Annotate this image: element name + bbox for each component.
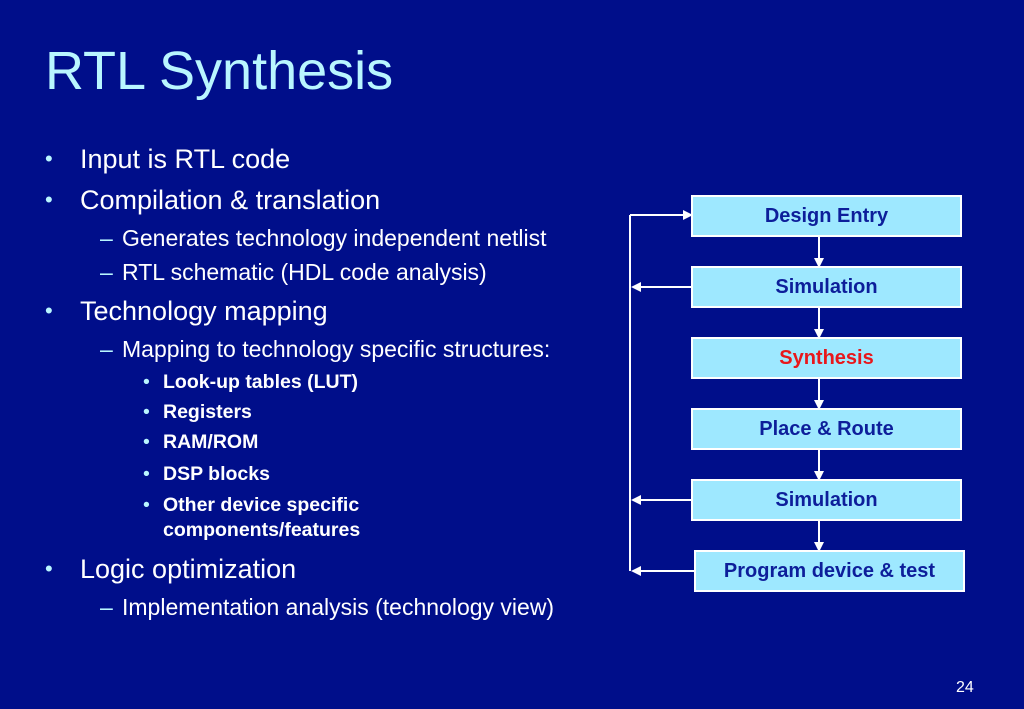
bullet-mark: • — [45, 187, 53, 212]
bullet-text: Input is RTL code — [80, 144, 291, 174]
bullet-text: Compilation & translation — [80, 185, 381, 215]
bullet-text: Technology mapping — [80, 296, 328, 326]
item-text: Registers — [163, 401, 252, 423]
flow-box-synthesis: Synthesis — [691, 337, 962, 379]
subbullet-text: Implementation analysis (technology view… — [122, 594, 555, 620]
flow-box-simulation-2: Simulation — [691, 479, 962, 521]
flow-box-simulation-1: Simulation — [691, 266, 962, 308]
page-number: 24 — [956, 679, 974, 696]
bullet-text: Logic optimization — [80, 554, 297, 584]
bullet-mark: • — [143, 371, 150, 393]
item-text: RAM/ROM — [163, 431, 259, 453]
slide-title: RTL Synthesis — [45, 41, 394, 101]
flow-box-label: Synthesis — [779, 346, 874, 369]
item-text: Look-up tables (LUT) — [163, 371, 358, 393]
bullet-mark: • — [143, 401, 150, 423]
subbullet-text: RTL schematic (HDL code analysis) — [122, 259, 487, 285]
flow-box-label: Program device & test — [723, 559, 936, 582]
item-text: Other device specific — [163, 494, 360, 516]
item-text: DSP blocks — [163, 463, 270, 485]
item-text: components/features — [163, 519, 361, 541]
subbullet-text: Mapping to technology specific structure… — [122, 336, 551, 362]
flow-box-label: Simulation — [775, 275, 878, 298]
bullet-mark: • — [143, 431, 150, 453]
bullet-mark: • — [45, 556, 53, 581]
flow-box-program-device: Program device & test — [694, 550, 965, 592]
bullet-mark: • — [143, 463, 150, 485]
bullet-mark: • — [143, 494, 150, 516]
flow-box-label: Simulation — [775, 488, 878, 511]
flow-box-place-route: Place & Route — [691, 408, 962, 450]
flow-box-label: Design Entry — [764, 204, 889, 227]
dash-mark: – — [100, 594, 113, 620]
flow-box-label: Place & Route — [759, 417, 894, 440]
dash-mark: – — [100, 259, 113, 285]
dash-mark: – — [100, 225, 113, 251]
bullet-mark: • — [45, 298, 53, 323]
bullet-mark: • — [45, 146, 53, 171]
dash-mark: – — [100, 336, 113, 362]
subbullet-text: Generates technology independent netlist — [122, 225, 547, 251]
flow-box-design-entry: Design Entry — [691, 195, 962, 237]
